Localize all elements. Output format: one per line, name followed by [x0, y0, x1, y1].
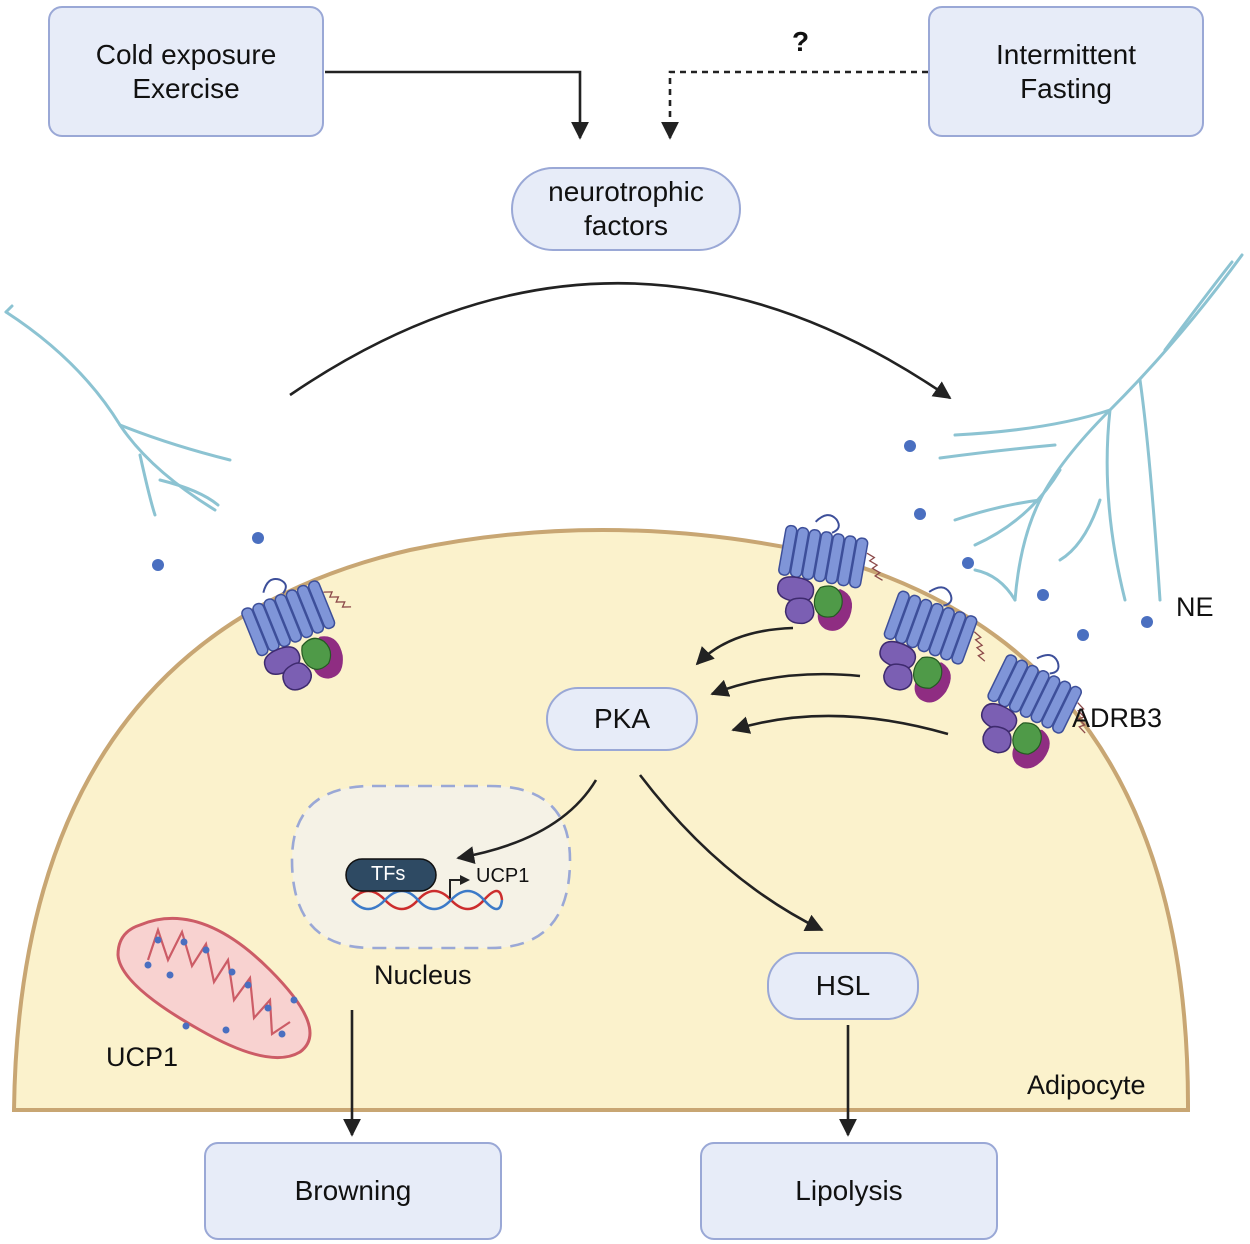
mitochondrion: [116, 917, 312, 1060]
pka-label: PKA: [593, 703, 651, 734]
unknown-mechanism-mark: ?: [792, 26, 810, 57]
ucp1-gene-label: UCP1: [476, 865, 530, 887]
hsl-label: HSL: [815, 970, 871, 1001]
lipolysis-box: Lipolysis: [700, 1142, 998, 1240]
pka-node: PKA: [546, 687, 698, 751]
arrow-fasting-to-factors: [661, 70, 928, 140]
arrow-pka-to-nucleus: [456, 779, 598, 865]
ne-molecules: [152, 440, 1153, 641]
neurotrophic-label: neurotrophic: [548, 176, 704, 207]
tfs-label: TFs: [371, 863, 406, 885]
intermittent-label: Intermittent: [995, 38, 1137, 70]
promoter-arrow: [449, 875, 470, 898]
nucleus-label: Nucleus: [374, 960, 472, 990]
hsl-node: HSL: [767, 952, 919, 1020]
intermittent-fasting-box: Intermittent Fasting: [928, 6, 1204, 137]
tfs-pill: [345, 858, 437, 892]
dna-helix: [351, 889, 504, 911]
browning-label: Browning: [294, 1175, 412, 1206]
neurotrophic-factors-pill: neurotrophic factors: [511, 167, 741, 251]
lipolysis-label: Lipolysis: [795, 1175, 903, 1206]
cold-exposure-label: Cold exposure: [95, 38, 277, 70]
arrow-pka-to-hsl: [638, 774, 824, 932]
adrb3-label: ADRB3: [1072, 703, 1163, 733]
arrow-nerve-growth: [289, 281, 952, 400]
adipocyte-label: Adipocyte: [1027, 1070, 1146, 1100]
arrow-cold-to-factors: [325, 70, 589, 140]
browning-box: Browning: [204, 1142, 502, 1240]
ucp1-mito-label: UCP1: [106, 1042, 179, 1072]
cold-exercise-box: Cold exposure Exercise: [48, 6, 324, 137]
receptor-to-pka-arrows: [695, 626, 949, 736]
ne-label: NE: [1176, 592, 1214, 622]
right-nerve-fiber: [938, 253, 1244, 602]
left-nerve-fiber: [4, 304, 232, 517]
factors-label: factors: [583, 210, 669, 241]
exercise-label: Exercise: [132, 72, 240, 104]
fasting-label: Fasting: [1020, 72, 1112, 104]
